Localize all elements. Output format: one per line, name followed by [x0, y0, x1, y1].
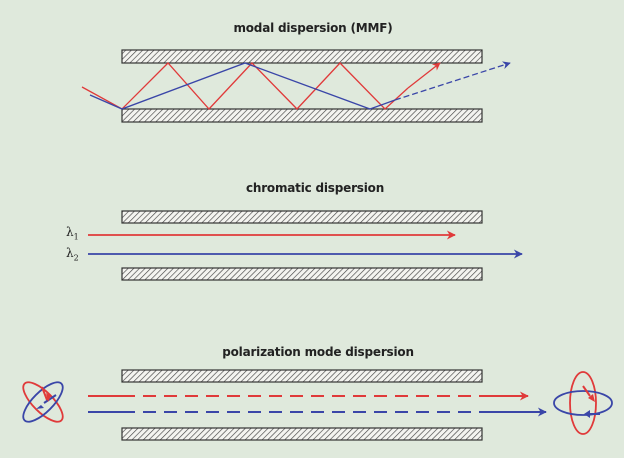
blue-ray-arrow [394, 61, 511, 101]
fiber-cladding-bottom [121, 427, 483, 441]
red-ray-path [81, 62, 409, 110]
lambda2-subscript: 2 [73, 253, 79, 263]
input-polarization-icon [22, 381, 64, 423]
lambda2-label: λ2 [66, 246, 79, 262]
fiber-cladding-bottom [121, 108, 483, 123]
lambda2-symbol: λ [66, 246, 74, 260]
chromatic-dispersion-panel [88, 210, 523, 281]
lambda1-subscript: 1 [73, 232, 79, 242]
red-ray-arrow [407, 62, 441, 89]
modal-dispersion-title: modal dispersion (MMF) [233, 21, 393, 35]
pmd-panel [22, 369, 613, 441]
chromatic-dispersion-title: chromatic dispersion [245, 181, 385, 195]
fiber-cladding-top [121, 49, 483, 64]
lambda1-label: λ1 [66, 225, 79, 241]
output-polarization-icon [553, 371, 613, 435]
fiber-cladding-top [121, 369, 483, 383]
fiber-cladding-bottom [121, 267, 483, 281]
pmd-title: polarization mode dispersion [222, 345, 414, 359]
modal-dispersion-panel [81, 49, 511, 123]
fiber-cladding-top [121, 210, 483, 224]
blue-ray-path [89, 62, 396, 110]
lambda1-symbol: λ [66, 225, 74, 239]
